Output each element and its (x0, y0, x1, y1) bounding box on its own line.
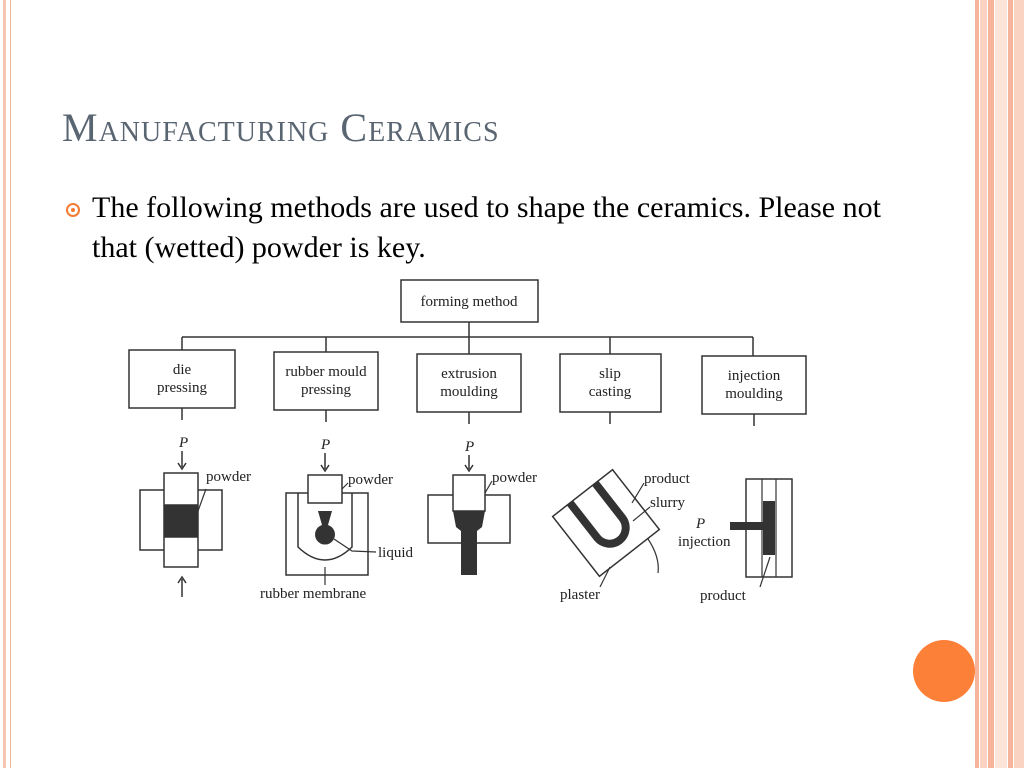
svg-text:P: P (320, 437, 330, 453)
bullet-text: The following methods are used to shape … (92, 191, 881, 264)
svg-text:liquid: liquid (378, 545, 414, 561)
method-box-extrusion-moulding: extrusion moulding (416, 353, 522, 413)
svg-text:rubber membrane: rubber membrane (260, 586, 367, 602)
svg-text:plaster: plaster (560, 587, 600, 603)
svg-text:product: product (700, 588, 747, 604)
injection-drawing: P injection product (678, 478, 793, 604)
svg-text:powder: powder (492, 470, 537, 486)
decorative-orange-circle (913, 640, 975, 702)
right-frame-stripes (975, 0, 1024, 768)
method-box-slip-casting: slip casting (559, 353, 662, 413)
svg-text:powder: powder (348, 472, 393, 488)
svg-text:P: P (695, 516, 705, 532)
extrusion-drawing: P powder (427, 439, 537, 575)
rubber-mould-drawing: P powder liquid rubber membrane (260, 437, 414, 602)
svg-text:rubber mould: rubber mould (285, 364, 367, 380)
method-box-rubber-mould-pressing: rubber mould pressing (273, 351, 379, 411)
svg-text:casting: casting (589, 384, 632, 400)
die-pressing-drawing: P powder (139, 435, 251, 597)
svg-text:pressing: pressing (301, 382, 351, 398)
slide-title: Manufacturing Ceramics (62, 105, 500, 150)
svg-text:moulding: moulding (725, 386, 783, 402)
svg-text:injection: injection (678, 534, 731, 550)
method-box-die-pressing: die pressing (128, 349, 236, 409)
root-box (400, 279, 539, 323)
slip-casting-drawing: product slurry plaster (551, 468, 691, 603)
diagram-svg: forming method die pressing rubber mould… (128, 279, 807, 604)
svg-text:injection: injection (728, 368, 781, 384)
svg-text:extrusion: extrusion (441, 366, 497, 382)
method-box-injection-moulding: injection moulding (701, 355, 807, 415)
svg-text:moulding: moulding (440, 384, 498, 400)
svg-text:powder: powder (206, 469, 251, 485)
svg-text:pressing: pressing (157, 380, 207, 396)
svg-text:slurry: slurry (650, 495, 685, 511)
bullet-icon (66, 203, 80, 217)
svg-text:die: die (173, 362, 192, 378)
svg-text:P: P (464, 439, 474, 455)
left-frame-border (0, 0, 11, 768)
root-label: forming method (420, 294, 518, 310)
svg-text:P: P (178, 435, 188, 451)
svg-text:slip: slip (599, 366, 621, 382)
svg-text:product: product (644, 471, 691, 487)
forming-methods-diagram: forming method die pressing rubber mould… (120, 275, 860, 610)
